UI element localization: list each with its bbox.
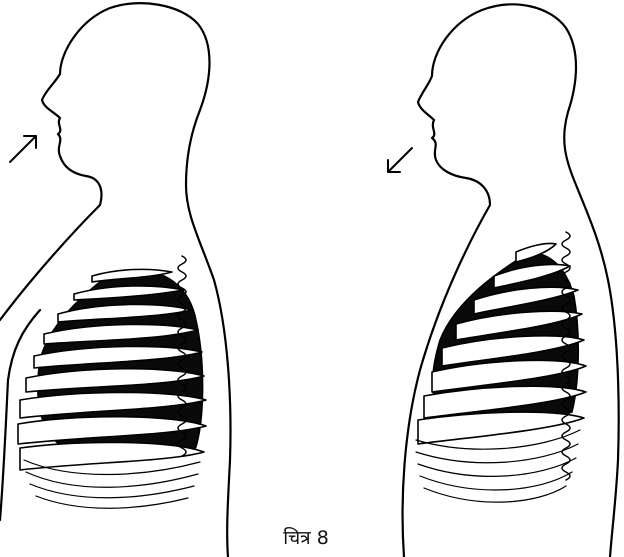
exhale-arrow-icon xyxy=(388,148,412,172)
figure-exhale xyxy=(388,4,619,557)
figure-caption: चित्र 8 xyxy=(266,524,346,550)
figure-inhale xyxy=(0,3,230,557)
inhale-arrow-icon xyxy=(10,136,36,162)
